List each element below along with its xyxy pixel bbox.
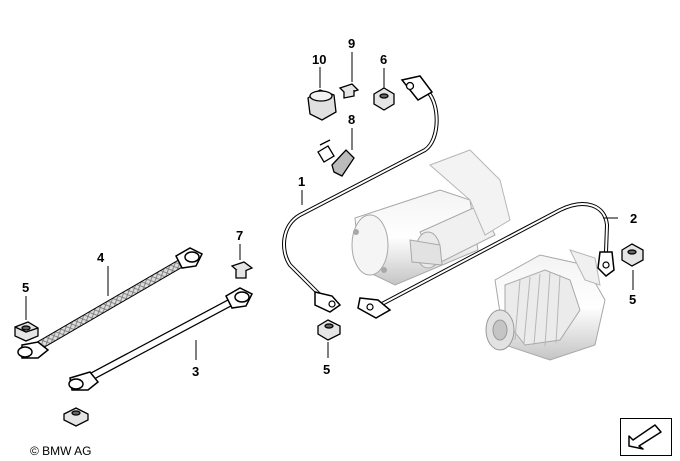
cable-lug-8 — [317, 139, 355, 177]
callout-5-right: 5 — [629, 292, 636, 307]
callout-6: 6 — [380, 52, 387, 67]
callout-8: 8 — [348, 112, 355, 127]
arrow-icon — [628, 424, 662, 450]
callout-5-center: 5 — [323, 362, 330, 377]
leader-lines — [25, 52, 634, 360]
ground-strap-4 — [17, 247, 204, 359]
nut-5-center — [317, 319, 341, 341]
callout-4: 4 — [97, 250, 105, 265]
cap-10 — [307, 89, 337, 121]
nut-5-right — [621, 243, 644, 267]
callout-1: 1 — [298, 174, 305, 189]
bolt-9 — [338, 83, 360, 99]
cable-2 — [357, 202, 615, 319]
callout-5-left: 5 — [22, 280, 29, 295]
callout-7: 7 — [236, 228, 243, 243]
callout-3: 3 — [192, 364, 199, 379]
copyright-text: © BMW AG — [30, 444, 92, 458]
diagram-nav-button[interactable] — [620, 418, 672, 456]
ground-strap-3 — [68, 287, 254, 391]
nut-5-left — [14, 321, 39, 342]
alternator — [485, 249, 606, 361]
callout-10: 10 — [312, 52, 326, 67]
nut-5-bottom — [63, 407, 89, 427]
callout-2: 2 — [630, 211, 637, 226]
callouts: 10 9 6 8 1 2 7 4 5 5 3 5 — [22, 36, 637, 379]
nut-6 — [373, 87, 395, 111]
bolt-7 — [230, 261, 254, 279]
starter-motor — [351, 149, 511, 286]
cable-1 — [282, 75, 439, 313]
callout-9: 9 — [348, 36, 355, 51]
